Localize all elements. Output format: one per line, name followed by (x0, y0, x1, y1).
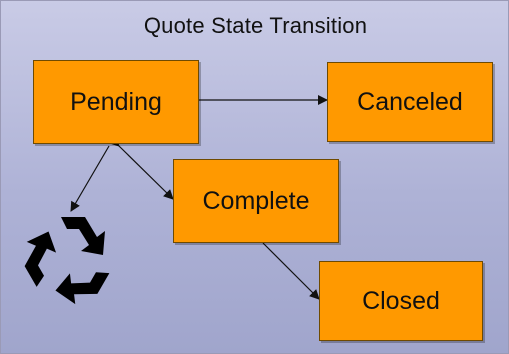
arrow-pending-complete (109, 136, 174, 200)
arrow-complete-to-closed (262, 242, 320, 300)
state-pending-label: Pending (70, 87, 162, 116)
state-canceled: Canceled (327, 62, 493, 142)
arrow-pending-to-recycle (70, 145, 110, 212)
state-canceled-label: Canceled (357, 87, 463, 116)
state-closed: Closed (319, 261, 483, 341)
state-pending: Pending (33, 60, 199, 144)
state-complete-label: Complete (202, 186, 310, 215)
recycle-icon (24, 217, 110, 305)
diagram-title: Quote State Transition (143, 13, 368, 38)
state-complete: Complete (173, 159, 339, 243)
state-closed-label: Closed (362, 286, 440, 315)
